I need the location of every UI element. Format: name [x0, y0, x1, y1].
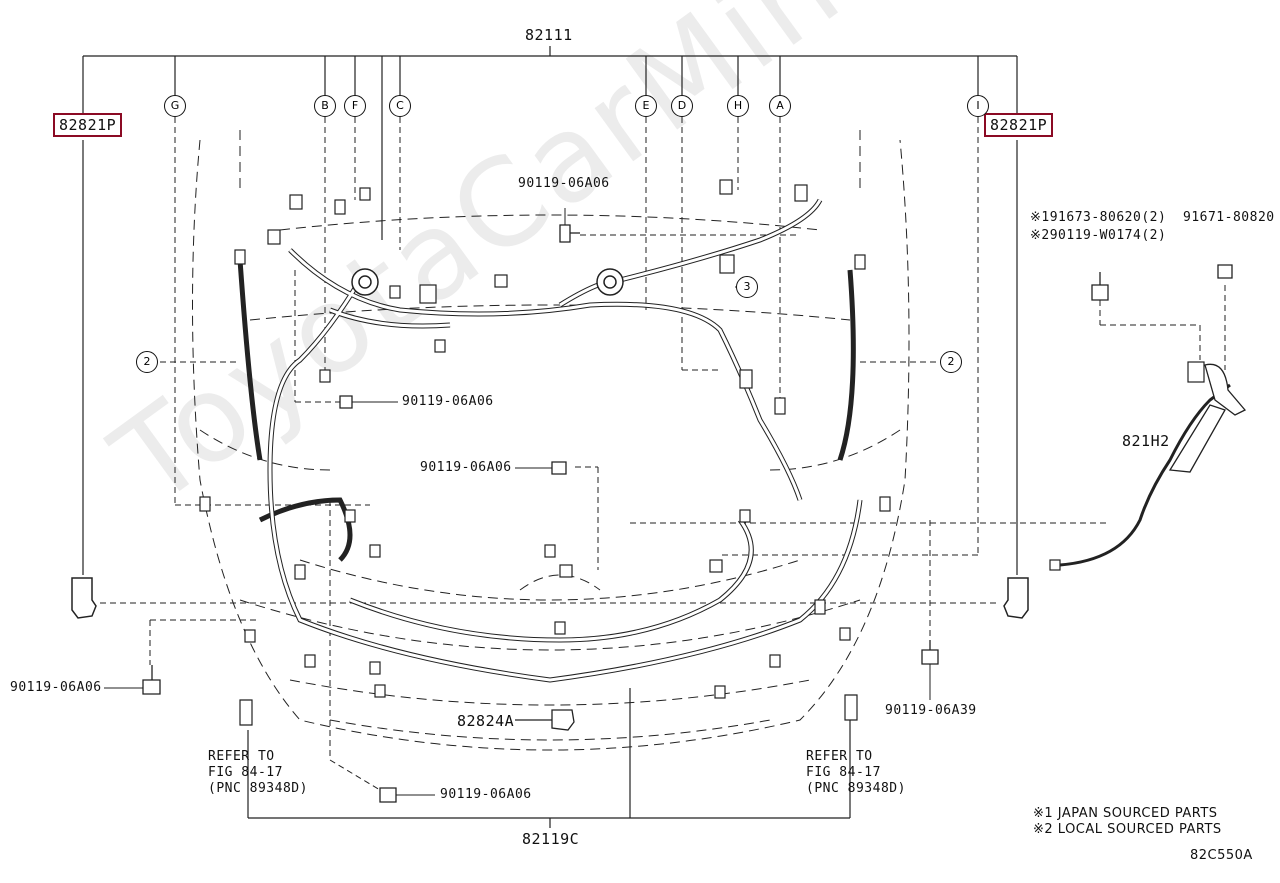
callout-d: D — [671, 95, 693, 117]
bolt-label-top: 90119-06A06 — [518, 176, 610, 191]
vehicle-outline — [192, 130, 910, 751]
callout-i: I — [967, 95, 989, 117]
bolt-label-bottom-right: 90119-06A39 — [885, 703, 977, 718]
callout-c: C — [389, 95, 411, 117]
callout-leaders — [100, 117, 1226, 791]
callout-a: A — [769, 95, 791, 117]
harness-main — [237, 198, 863, 683]
bolt-label-bottom-center: 90119-06A06 — [440, 787, 532, 802]
harness-821h2 — [1059, 363, 1247, 567]
bracket-parts — [71, 577, 1029, 619]
bolt-label-bottom-left: 90119-06A06 — [10, 680, 102, 695]
clip-label: 82824A — [457, 712, 515, 730]
top-bracket — [82, 46, 1018, 240]
bottom-part-number: 82119C — [522, 830, 580, 848]
refer-left-line-3: (PNC 89348D) — [208, 781, 308, 796]
alt-part-1: ※191673-80620(2) — [1030, 210, 1167, 225]
refer-note-left: REFER TO FIG 84-17 (PNC 89348D) — [208, 749, 308, 797]
bolt-label-center: 90119-06A06 — [420, 460, 512, 475]
alt-part-2: ※290119-W0174(2) — [1030, 228, 1167, 243]
bottom-bracket — [247, 688, 851, 828]
callout-3: 3 — [736, 276, 758, 298]
figure-code: 82C550A — [1190, 848, 1253, 863]
refer-left-line-2: FIG 84-17 — [208, 765, 283, 780]
note-japan-sourced: ※1 JAPAN SOURCED PARTS — [1033, 806, 1218, 821]
note-local-sourced: ※2 LOCAL SOURCED PARTS — [1033, 822, 1222, 837]
refer-right-line-3: (PNC 89348D) — [806, 781, 906, 796]
refer-note-right: REFER TO FIG 84-17 (PNC 89348D) — [806, 749, 906, 797]
refer-right-line-1: REFER TO — [806, 749, 873, 764]
top-part-number: 82111 — [525, 26, 573, 44]
callout-h: H — [727, 95, 749, 117]
bolt-label-right: 91671-80820 — [1183, 210, 1275, 225]
label-leaders — [104, 208, 931, 796]
callout-e: E — [635, 95, 657, 117]
callout-g: G — [164, 95, 186, 117]
harness-inner — [268, 199, 862, 682]
clip-part — [551, 709, 575, 731]
refer-left-line-1: REFER TO — [208, 749, 275, 764]
callout-2-right: 2 — [940, 351, 962, 373]
bottom-clips — [239, 694, 858, 726]
callout-2-left: 2 — [136, 351, 158, 373]
callout-f: F — [344, 95, 366, 117]
bolts — [142, 224, 1233, 803]
connectors — [199, 179, 1205, 699]
refer-right-line-2: FIG 84-17 — [806, 765, 881, 780]
left-boxed-part: 82821P — [53, 113, 123, 137]
callout-b: B — [314, 95, 336, 117]
harness-label-821h2: 821H2 — [1122, 432, 1170, 450]
right-boxed-part: 82821P — [984, 113, 1054, 137]
bolt-label-left-mid: 90119-06A06 — [402, 394, 494, 409]
grommets — [351, 268, 624, 296]
